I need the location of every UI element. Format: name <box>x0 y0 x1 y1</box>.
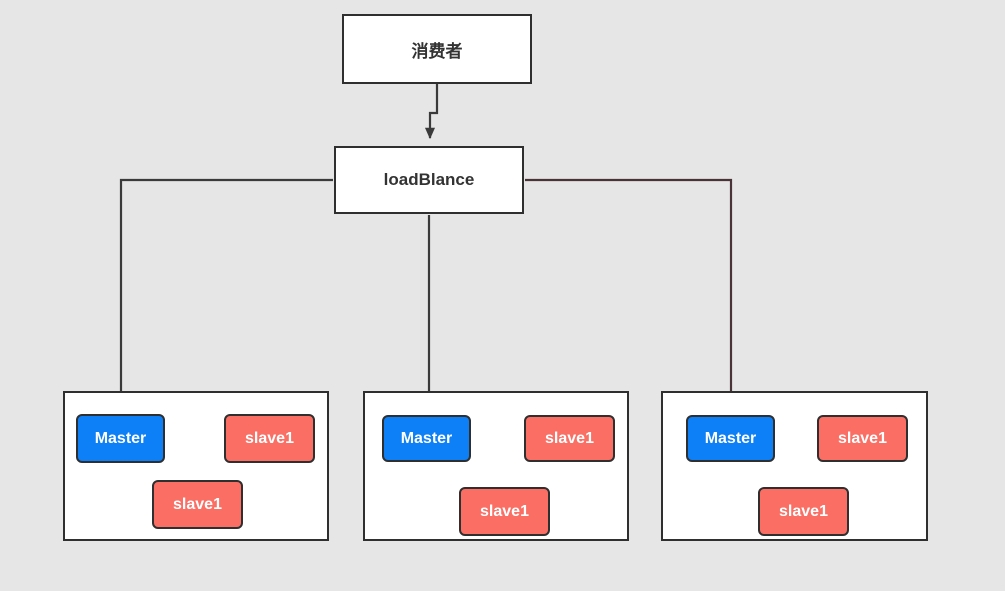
cluster-3-slave-bottom-node[interactable]: slave1 <box>758 487 849 536</box>
cluster-1-slave-bottom-node[interactable]: slave1 <box>152 480 243 529</box>
cluster-3-slave-bottom-label: slave1 <box>779 502 828 520</box>
cluster-1-master-label: Master <box>94 429 147 447</box>
cluster-1-master-node[interactable]: Master <box>76 414 165 463</box>
cluster-2-master-label: Master <box>400 429 453 447</box>
cluster-2-master-node[interactable]: Master <box>382 415 471 462</box>
edge-consumer-to-loadbalancer <box>424 84 439 140</box>
cluster-3-master-label: Master <box>704 429 757 447</box>
cluster-2-slave-right-node[interactable]: slave1 <box>524 415 615 462</box>
edge-loadbalancer-to-cluster-3 <box>525 178 737 409</box>
cluster-2-slave-bottom-label: slave1 <box>480 502 529 520</box>
load-balancer-node[interactable]: loadBlance <box>334 146 524 214</box>
cluster-1-slave-right-node[interactable]: slave1 <box>224 414 315 463</box>
cluster-2-slave-right-label: slave1 <box>545 429 594 447</box>
cluster-3-master-node[interactable]: Master <box>686 415 775 462</box>
consumer-label: 消费者 <box>411 41 463 61</box>
consumer-node[interactable]: 消费者 <box>342 14 532 84</box>
cluster-3-slave-right-node[interactable]: slave1 <box>817 415 908 462</box>
load-balancer-label: loadBlance <box>383 170 475 189</box>
cluster-2-slave-bottom-node[interactable]: slave1 <box>459 487 550 536</box>
cluster-1-slave-right-label: slave1 <box>245 429 294 447</box>
cluster-3-slave-right-label: slave1 <box>838 429 887 447</box>
edge-loadbalancer-to-cluster-1 <box>115 178 333 408</box>
cluster-1-slave-bottom-label: slave1 <box>173 495 222 513</box>
